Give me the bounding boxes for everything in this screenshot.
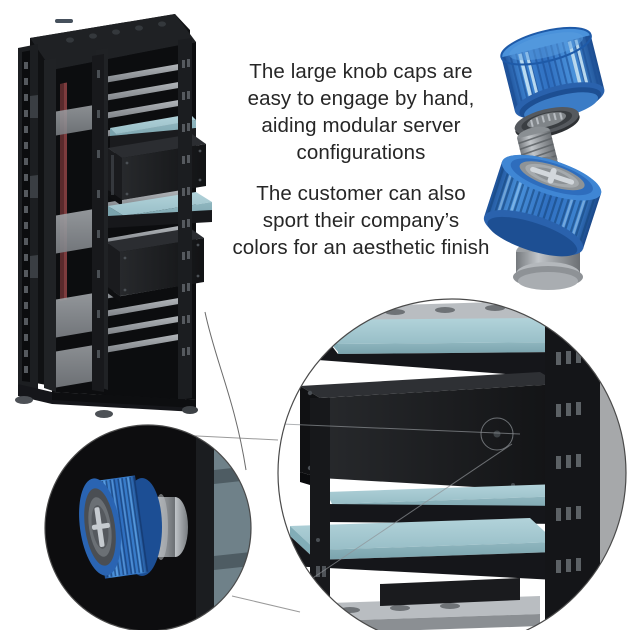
caption-primary: The large knob caps are easy to engage b… xyxy=(247,60,475,164)
installed-knob-cap xyxy=(79,475,162,579)
knob-cap-assembled xyxy=(483,154,602,290)
callout-left-post xyxy=(310,398,330,630)
rack-blank-panel xyxy=(53,344,100,388)
callout-bottom-rails xyxy=(300,578,540,630)
knob-head-slot-icon xyxy=(91,507,110,547)
knob-cap-exploded xyxy=(500,26,605,175)
callout-tray-mid xyxy=(326,484,566,524)
callout-tray-lower xyxy=(290,518,556,580)
rack-foot xyxy=(95,410,113,418)
rack-front-post-left xyxy=(18,44,38,398)
detail-callout-rack-modules xyxy=(277,298,627,630)
rack-tray-upper xyxy=(110,114,196,148)
rack-foot xyxy=(182,406,198,414)
rack-top-bolts xyxy=(55,19,166,43)
rack-blank-panel xyxy=(53,104,100,136)
rack-blank-panel xyxy=(53,208,100,254)
callout-right-post xyxy=(545,300,626,630)
rack-right-posts xyxy=(92,38,192,400)
rack-foot xyxy=(15,396,33,404)
detail-callout-knob-installed xyxy=(44,424,252,630)
callout-module xyxy=(300,372,560,492)
knob-head-slot-icon xyxy=(530,166,575,185)
rack-blank-panel xyxy=(53,292,100,338)
caption-secondary: The customer can also sport their compan… xyxy=(232,182,490,259)
server-rack-assembly xyxy=(15,14,212,418)
